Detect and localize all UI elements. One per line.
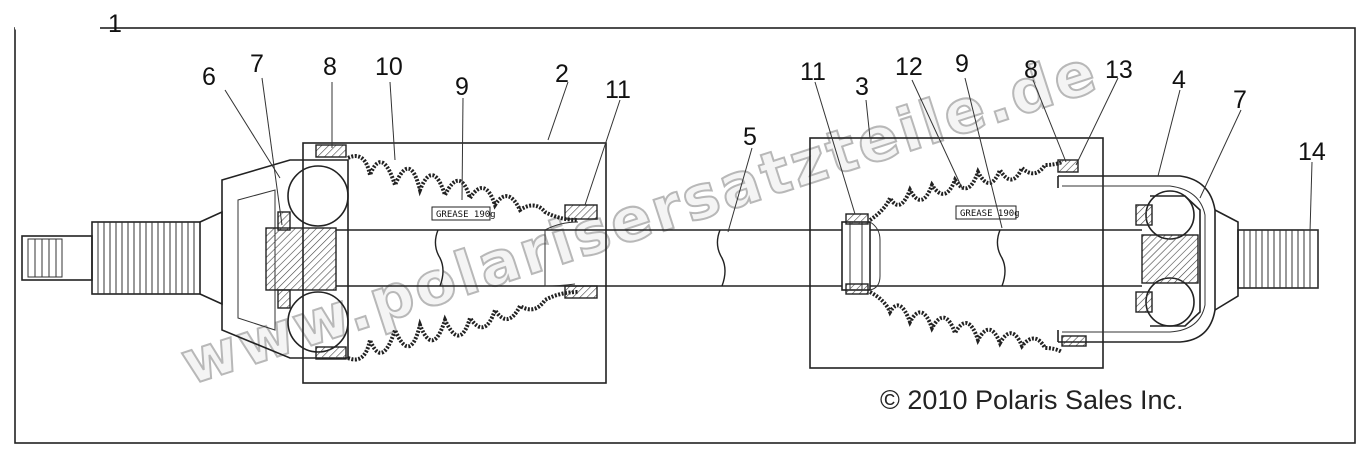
callout-14: 14 bbox=[1298, 138, 1326, 166]
callout-11-right: 11 bbox=[800, 58, 826, 86]
section-box-2 bbox=[302, 142, 607, 384]
callout-10: 10 bbox=[375, 53, 403, 81]
right-cv-joint bbox=[1057, 175, 1239, 343]
callout-9-right: 9 bbox=[955, 50, 969, 78]
grease-label-left: GREASE 190g bbox=[436, 210, 496, 220]
callout-1: 1 bbox=[108, 10, 122, 38]
callout-13: 13 bbox=[1105, 56, 1133, 84]
outer-frame bbox=[14, 27, 1356, 444]
grease-label-right-box bbox=[955, 205, 1017, 220]
right-stub-shaft bbox=[1237, 229, 1319, 289]
grease-label-right: GREASE 190g bbox=[960, 209, 1020, 219]
leader-lines bbox=[224, 77, 1313, 233]
left-stub-shaft bbox=[21, 210, 223, 306]
callout-9-left: 9 bbox=[455, 73, 469, 101]
right-boot-lower bbox=[869, 290, 1063, 354]
callout-8-right: 8 bbox=[1024, 56, 1038, 84]
callout-2: 2 bbox=[555, 60, 569, 88]
grease-label-left-box bbox=[431, 206, 491, 221]
callout-5: 5 bbox=[743, 123, 757, 151]
callout-7-right: 7 bbox=[1233, 86, 1247, 114]
right-damper bbox=[841, 213, 881, 295]
left-boot-upper bbox=[347, 154, 579, 222]
callout-4: 4 bbox=[1172, 66, 1186, 94]
section-box-3 bbox=[809, 137, 1104, 369]
copyright-text: © 2010 Polaris Sales Inc. bbox=[880, 385, 1184, 415]
left-cv-joint bbox=[221, 144, 349, 360]
callout-6: 6 bbox=[202, 63, 216, 91]
callout-7-left: 7 bbox=[250, 50, 264, 78]
axle-shaft bbox=[336, 221, 1142, 287]
left-boot-lower bbox=[347, 290, 579, 362]
callout-3: 3 bbox=[855, 73, 869, 101]
callout-11-left: 11 bbox=[605, 76, 631, 104]
right-boot-upper bbox=[868, 160, 1063, 222]
callout-8-left: 8 bbox=[323, 53, 337, 81]
callout-12: 12 bbox=[895, 53, 923, 81]
left-clamp-small bbox=[564, 204, 598, 220]
